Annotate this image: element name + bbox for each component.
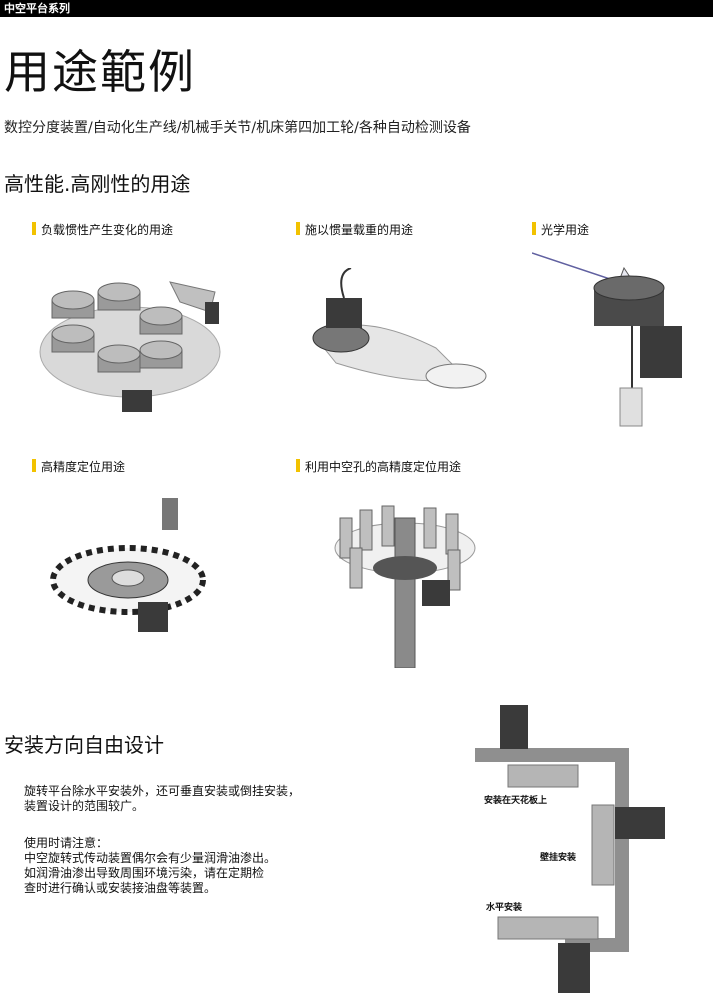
mounting-paragraph: 旋转平台除水平安装外，还可垂直安装或倒挂安装， 装置设计的范围较广。 (24, 784, 300, 814)
item-label-optical: 光学用途 (532, 221, 589, 238)
text-line: 使用时请注意： (24, 836, 109, 850)
illustration-optical (532, 248, 702, 438)
wall-mount-label: 壁挂安装 (540, 853, 577, 863)
item-label-hollow-precision: 利用中空孔的高精度定位用途 (296, 458, 461, 475)
item-label-variable-inertia: 负载惯性产生变化的用途 (32, 221, 173, 238)
text-line: 中空旋转式传动装置偶尔会有少量润滑油渗出。 (24, 851, 277, 865)
mounting-orientation-diagram (470, 705, 695, 995)
text-line: 旋转平台除水平安装外，还可垂直安装或倒挂安装， (24, 784, 301, 798)
page-title: 用途範例 (4, 45, 196, 99)
series-label: 中空平台系列 (4, 2, 70, 15)
illustration-precision (50, 490, 210, 645)
illustration-variable-inertia (30, 262, 245, 432)
illustration-hollow-precision (330, 488, 480, 668)
section-heading-mounting: 安装方向自由设计 (4, 733, 164, 757)
item-label-precision: 高精度定位用途 (32, 458, 125, 475)
text-line: 查时进行确认或安装接油盘等装置。 (24, 881, 217, 895)
text-line: 装置设计的范围较广。 (24, 799, 145, 813)
horizontal-mount-label: 水平安装 (486, 903, 523, 913)
section-heading-performance: 高性能.高刚性的用途 (4, 172, 191, 196)
ceiling-mount-label: 安装在天花板上 (484, 796, 548, 806)
item-label-inertia-load: 施以惯量载重的用途 (296, 221, 413, 238)
page-subtitle: 数控分度装置/自动化生产线/机械手关节/机床第四加工轮/各种自动检测设备 (4, 120, 471, 136)
caution-paragraph: 使用时请注意： 中空旋转式传动装置偶尔会有少量润滑油渗出。 如润滑油渗出导致周围… (24, 836, 276, 896)
text-line: 如润滑油渗出导致周围环境污染，请在定期检 (24, 866, 265, 880)
series-header-bar: 中空平台系列 (0, 0, 713, 17)
illustration-inertia-load (296, 268, 496, 408)
